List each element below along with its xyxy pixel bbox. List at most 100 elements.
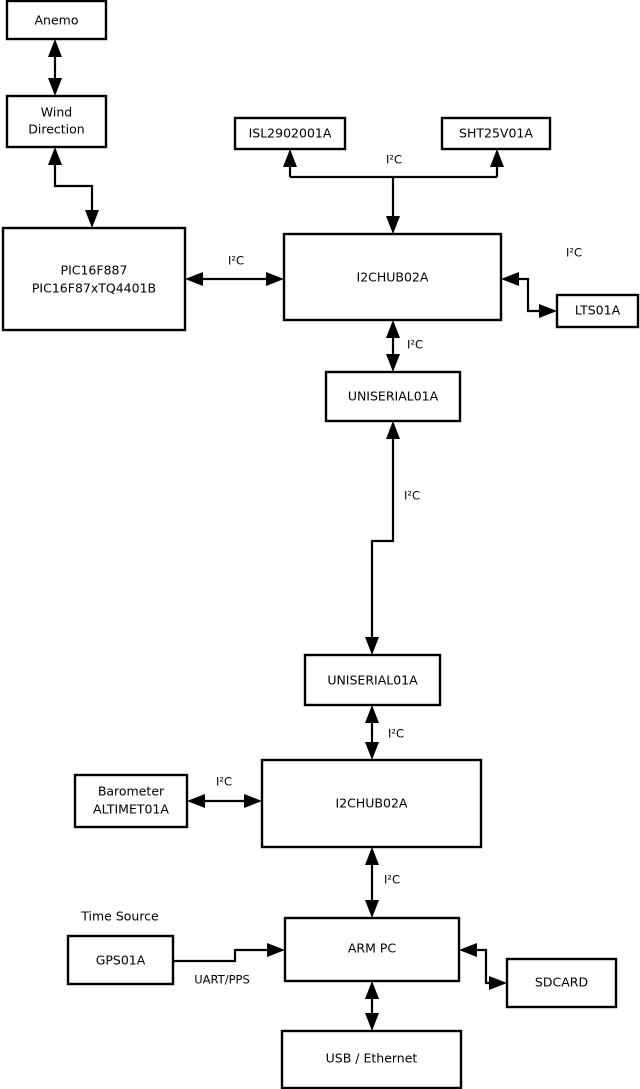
node-uniserial01a-top[interactable]: UNISERIAL01A (324, 370, 462, 423)
arrowhead-down (365, 637, 379, 655)
node-box[interactable] (282, 232, 503, 322)
node-box[interactable] (233, 116, 347, 151)
node-anemo[interactable]: Anemo (5, 0, 108, 41)
edge-line (53, 160, 94, 215)
edge-pic-to-wind (48, 147, 99, 228)
edge-uniserial-top-to-uniserial-bot (365, 421, 400, 655)
node-sht25v01a[interactable]: SHT25V01A (440, 116, 552, 151)
node-box[interactable] (66, 934, 175, 986)
node-label-line2: Direction (28, 122, 84, 137)
edge-label-i2c-hub-uniserial: I²C (407, 338, 423, 352)
arrowhead-right (539, 304, 557, 318)
arrowhead-up (386, 421, 400, 439)
node-pic-microcontroller[interactable]: PIC16F887 PIC16F87xTQ4401B (1, 226, 187, 332)
arrowhead-down-hub (386, 216, 400, 234)
edge-pic-to-hub-top (185, 272, 284, 286)
edge-label-i2c-uniserial-hub2: I²C (388, 727, 404, 741)
arrowhead-down (48, 78, 62, 96)
node-label-line2: PIC16F87xTQ4401B (32, 281, 156, 296)
edge-gps-to-armpc (173, 943, 285, 963)
node-wind-direction[interactable]: Wind Direction (5, 94, 108, 149)
arrowhead-up (365, 847, 379, 865)
node-label: LTS01A (575, 303, 621, 318)
arrowhead-down (85, 210, 99, 228)
arrowhead-up (365, 981, 379, 999)
node-label: UNISERIAL01A (348, 389, 439, 404)
edge-line (173, 948, 272, 963)
node-label-line2: ALTIMET01A (93, 802, 169, 817)
node-i2chub02a-bottom[interactable]: I2CHUB02A (260, 758, 483, 849)
edge-hub-top-to-uniserial-top (386, 320, 400, 372)
arrowhead-down (365, 1013, 379, 1031)
node-box[interactable] (260, 758, 483, 849)
arrowhead-up (365, 705, 379, 723)
arrowhead-left (187, 794, 205, 808)
edge-label-i2c-pic-hub: I²C (228, 254, 244, 268)
node-box[interactable] (5, 94, 108, 149)
node-label: UNISERIAL01A (327, 673, 418, 688)
node-box[interactable] (303, 653, 442, 707)
arrowhead-right (266, 272, 284, 286)
node-box[interactable] (5, 0, 108, 41)
node-label: I2CHUB02A (336, 796, 408, 811)
edge-label-i2c-uniserial-link: I²C (404, 489, 420, 503)
node-label: I2CHUB02A (357, 270, 429, 285)
edge-barometer-to-hub-bot (187, 794, 262, 808)
node-label: USB / Ethernet (326, 1051, 418, 1066)
edge-armpc-to-usbeth (365, 981, 379, 1031)
arrowhead-left (459, 943, 477, 957)
node-label-line1: Wind (41, 105, 72, 120)
edge-hub-bot-to-armpc (365, 847, 379, 918)
node-box[interactable] (1, 226, 187, 332)
node-label-line1: PIC16F887 (61, 263, 128, 278)
edge-uniserial-bot-to-hub-bot (365, 705, 379, 760)
node-box[interactable] (73, 773, 189, 829)
edge-armpc-to-sdcard (459, 943, 507, 990)
node-arm-pc[interactable]: ARM PC (283, 916, 461, 983)
node-label: Anemo (35, 13, 79, 28)
node-barometer-altimet01a[interactable]: Barometer ALTIMET01A (73, 773, 189, 829)
edge-hub-top-to-lts (501, 272, 557, 318)
arrowhead-down (365, 742, 379, 760)
edge-hub-top-to-sensors (283, 149, 504, 234)
node-box[interactable] (280, 1029, 463, 1089)
node-uniserial01a-bottom[interactable]: UNISERIAL01A (303, 653, 442, 707)
arrowhead-up (386, 320, 400, 338)
node-box[interactable] (324, 370, 462, 423)
node-isl2902001a[interactable]: ISL2902001A (233, 116, 347, 151)
node-lts01a[interactable]: LTS01A (555, 293, 640, 329)
edge-label-i2c-hub2-arm: I²C (384, 873, 400, 887)
time-source-label: Time Source (80, 909, 159, 924)
node-label: GPS01A (96, 953, 146, 968)
node-box[interactable] (555, 293, 640, 329)
arrowhead-up-isl (283, 149, 297, 167)
arrowhead-up (48, 147, 62, 165)
node-label: SDCARD (535, 975, 588, 990)
node-gps01a[interactable]: GPS01A (66, 934, 175, 986)
node-label-line1: Barometer (98, 784, 165, 799)
node-sdcard[interactable]: SDCARD (505, 957, 618, 1009)
arrowhead-left (501, 272, 519, 286)
arrowhead-up (48, 39, 62, 57)
arrowhead-down (386, 354, 400, 372)
arrowhead-down (365, 900, 379, 918)
node-usb-ethernet[interactable]: USB / Ethernet (280, 1029, 463, 1089)
arrowhead-right (489, 976, 507, 990)
node-label: SHT25V01A (459, 126, 533, 141)
node-box[interactable] (440, 116, 552, 151)
edge-label-i2c-sensors: I²C (386, 153, 402, 167)
node-box[interactable] (283, 916, 461, 983)
arrowhead-up-sht (490, 149, 504, 167)
node-i2chub02a-top[interactable]: I2CHUB02A (282, 232, 503, 322)
arrowhead-right (244, 794, 262, 808)
edge-label-i2c-baro-hub2: I²C (216, 775, 232, 789)
node-box[interactable] (505, 957, 618, 1009)
arrowhead-right (267, 943, 285, 957)
node-label: ARM PC (348, 941, 397, 956)
edge-label-i2c-hub-lts: I²C (566, 246, 582, 260)
edge-pic-to-anemo (48, 39, 62, 96)
edge-label-uart-pps: UART/PPS (194, 973, 250, 987)
node-label: ISL2902001A (249, 126, 332, 141)
